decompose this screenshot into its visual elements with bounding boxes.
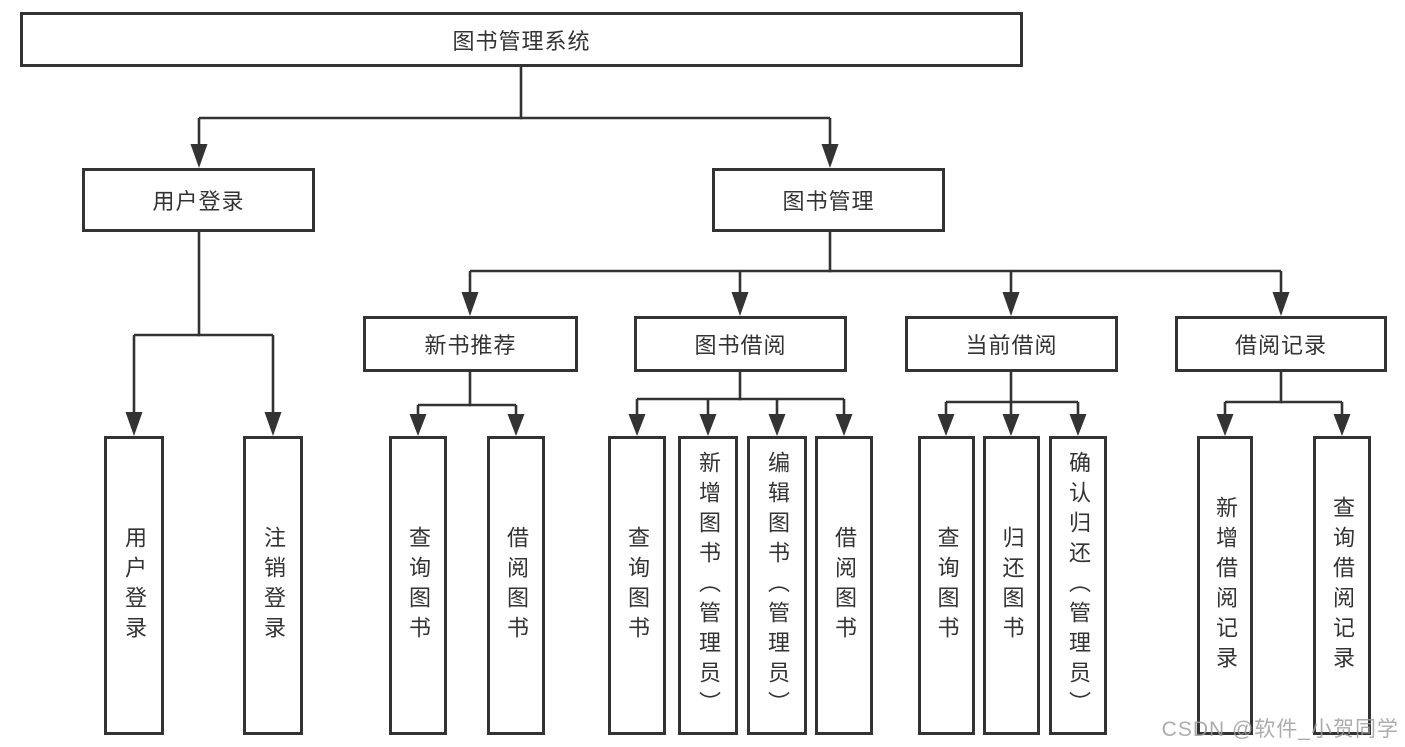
leaf-user-login: 用户登录 — [104, 436, 164, 735]
leaf-borrow-edit-books-admin-label: 编辑图书（管理员） — [765, 450, 790, 721]
connector-records-branch — [1216, 372, 1351, 436]
node-borrowing-records-label: 借阅记录 — [1234, 333, 1327, 358]
connector-bookmgmt-to-level3 — [461, 231, 1290, 316]
leaf-borrow-edit-books-admin: 编辑图书（管理员） — [747, 436, 807, 735]
arrowhead — [1069, 414, 1087, 436]
leaf-records-query: 查询借阅记录 — [1313, 436, 1371, 735]
leaf-borrow-add-books-admin-label: 新增图书（管理员） — [696, 450, 721, 721]
arrowhead — [699, 414, 717, 436]
leaf-current-return-books: 归还图书 — [983, 436, 1040, 735]
arrowhead — [731, 292, 749, 316]
arrowhead — [125, 412, 143, 436]
leaf-current-confirm-return-admin-label: 确认归还（管理员） — [1066, 450, 1091, 721]
leaf-borrow-query-books: 查询图书 — [608, 436, 666, 735]
connector-bookborrow-branch — [628, 372, 853, 436]
arrowhead — [507, 414, 525, 436]
connector-newbook-branch — [409, 372, 525, 436]
node-new-book-recommend-label: 新书推荐 — [424, 333, 517, 358]
arrowhead — [628, 414, 646, 436]
node-current-borrowing: 当前借阅 — [905, 316, 1118, 372]
arrowhead — [1272, 292, 1290, 316]
node-book-borrowing: 图书借阅 — [634, 316, 847, 372]
leaf-records-query-label: 查询借阅记录 — [1330, 495, 1355, 676]
connector-currentborrow-branch — [937, 372, 1087, 436]
leaf-newbook-query-books: 查询图书 — [389, 436, 447, 735]
leaf-borrow-query-books-label: 查询图书 — [625, 525, 650, 646]
node-user-login-label: 用户登录 — [152, 189, 245, 214]
node-borrowing-records: 借阅记录 — [1175, 316, 1387, 372]
leaf-current-return-books-label: 归还图书 — [999, 525, 1025, 646]
leaf-logout-login: 注销登录 — [243, 436, 303, 735]
arrowhead — [1333, 414, 1351, 436]
leaf-current-confirm-return-admin: 确认归还（管理员） — [1049, 436, 1107, 735]
arrowhead — [835, 414, 853, 436]
leaf-current-query-books: 查询图书 — [918, 436, 975, 735]
node-root-label: 图书管理系统 — [452, 28, 591, 54]
leaf-logout-login-label: 注销登录 — [261, 525, 286, 646]
arrowhead — [1216, 414, 1234, 436]
arrowhead — [264, 412, 282, 436]
leaf-borrow-add-books-admin: 新增图书（管理员） — [678, 436, 738, 735]
watermark: CSDN @软件_小贺同学 — [1161, 718, 1399, 741]
node-book-borrowing-label: 图书借阅 — [694, 333, 787, 358]
node-current-borrowing-label: 当前借阅 — [965, 333, 1058, 358]
arrowhead — [768, 414, 786, 436]
arrowhead — [409, 414, 427, 436]
leaf-user-login-label: 用户登录 — [122, 525, 147, 646]
arrowhead — [461, 292, 479, 316]
leaf-records-add-label: 新增借阅记录 — [1213, 495, 1238, 676]
arrowhead — [937, 414, 955, 436]
leaf-current-query-books-label: 查询图书 — [934, 525, 960, 646]
arrowhead — [190, 144, 208, 168]
node-root: 图书管理系统 — [20, 12, 1023, 67]
node-book-management-label: 图书管理 — [782, 189, 875, 214]
arrowhead — [821, 144, 839, 168]
node-new-book-recommend: 新书推荐 — [363, 316, 578, 372]
leaf-borrow-borrow-books-label: 借阅图书 — [832, 525, 857, 646]
node-book-management: 图书管理 — [712, 168, 945, 232]
node-user-login: 用户登录 — [82, 168, 315, 232]
arrowhead — [1002, 292, 1020, 316]
leaf-borrow-borrow-books: 借阅图书 — [815, 436, 873, 735]
leaf-newbook-borrow-books-label: 借阅图书 — [504, 525, 529, 646]
connector-root-to-level2 — [190, 66, 839, 168]
leaf-records-add: 新增借阅记录 — [1197, 436, 1253, 735]
leaf-newbook-query-books-label: 查询图书 — [406, 525, 431, 646]
arrowhead — [1002, 414, 1020, 436]
leaf-newbook-borrow-books: 借阅图书 — [487, 436, 545, 735]
connector-userlogin-branch — [125, 231, 282, 436]
